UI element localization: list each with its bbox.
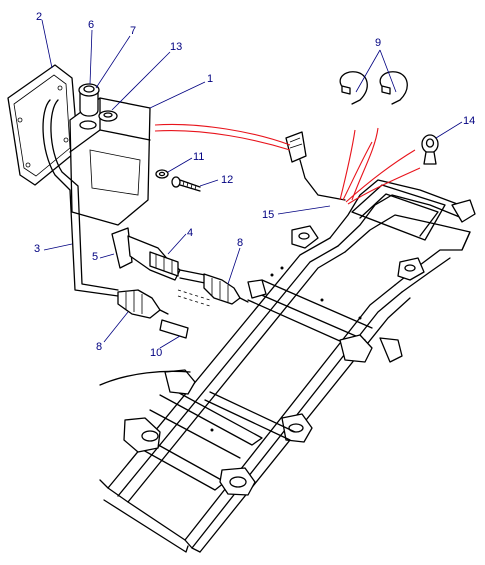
callout-13: 13	[170, 41, 182, 53]
washer-icon	[155, 169, 169, 179]
bolt-icon	[171, 176, 201, 192]
hose-clips	[339, 71, 408, 105]
callout-12: 12	[221, 174, 233, 186]
callout-2: 2	[36, 11, 42, 23]
callout-3: 3	[34, 243, 40, 255]
filler-pipe	[42, 99, 119, 297]
callout-labels: 2 6 7 13 1 9 14 11 12 15 4 8 3 5 8 10	[34, 11, 475, 359]
wiring-highlight	[154, 123, 421, 205]
callout-8-right: 8	[237, 237, 243, 249]
fuel-lines	[111, 227, 249, 339]
callout-5: 5	[92, 251, 98, 263]
wiring-connector	[285, 131, 346, 201]
fuel-tank-assembly	[7, 64, 151, 226]
callout-8-left: 8	[96, 341, 102, 353]
callout-15: 15	[262, 209, 274, 221]
callout-6: 6	[88, 19, 94, 31]
callout-4: 4	[187, 227, 193, 239]
callout-14: 14	[463, 115, 475, 127]
chassis-frame	[99, 179, 476, 553]
callout-9: 9	[375, 37, 381, 49]
callout-11: 11	[193, 151, 204, 163]
callout-10: 10	[150, 347, 162, 359]
grommet-icon	[421, 134, 439, 165]
callout-7: 7	[130, 25, 136, 37]
fasteners	[155, 169, 201, 192]
callout-1: 1	[207, 73, 213, 85]
leader-lines	[41, 19, 463, 349]
